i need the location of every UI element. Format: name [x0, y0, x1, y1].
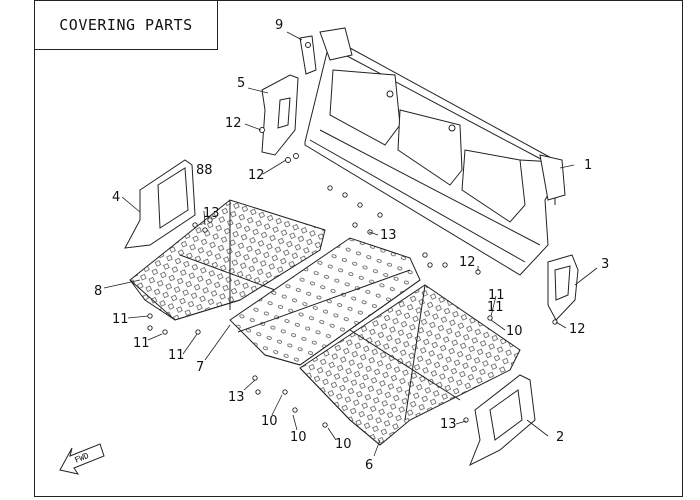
part-1-rear-panel [304, 27, 566, 276]
callout-11-e: 11 [487, 300, 504, 315]
callout-5: 5 [237, 76, 245, 91]
callout-4: 4 [112, 190, 120, 205]
diagram-title: COVERING PARTS [59, 16, 193, 34]
title-box: COVERING PARTS [34, 0, 218, 50]
callout-13-a: 13 [203, 206, 220, 221]
part-5-side-trim [261, 74, 299, 156]
callout-3: 3 [601, 257, 609, 272]
part-4-left-side-panel [124, 159, 196, 249]
callout-6: 6 [365, 458, 373, 473]
callout-13-c: 13 [228, 390, 245, 405]
callout-12-c: 12 [459, 255, 476, 270]
callout-13-d: 13 [440, 417, 457, 432]
callout-2: 2 [556, 430, 564, 445]
callout-11-c: 11 [168, 348, 185, 363]
fastener-set [147, 127, 558, 428]
part-2-right-side-panel [469, 374, 536, 467]
part-3-right-bracket [547, 254, 579, 321]
callout-10-c: 10 [290, 430, 307, 445]
callout-11-a: 11 [112, 312, 129, 327]
callout-13-b: 13 [380, 228, 397, 243]
forward-direction-arrow: FWD [59, 443, 105, 475]
part-8-left-floor-panel [129, 199, 326, 321]
callout-labels: 1 2 3 4 5 6 7 8 88 9 10 10 10 10 11 11 1… [94, 18, 609, 473]
callout-11-b: 11 [133, 336, 150, 351]
callout-10-a: 10 [506, 324, 523, 339]
callout-12-a: 12 [225, 116, 242, 131]
leader-lines [103, 31, 598, 457]
callout-9: 9 [275, 18, 283, 33]
callout-11-d: 11 [488, 288, 505, 303]
callout-88: 88 [196, 163, 213, 178]
callout-7: 7 [196, 360, 204, 375]
callout-12-d: 12 [569, 322, 586, 337]
drawing-frame [34, 0, 683, 497]
part-7-center-floor-panel [229, 237, 421, 366]
callout-10-d: 10 [335, 437, 352, 452]
callout-1: 1 [584, 158, 592, 173]
callout-8: 8 [94, 284, 102, 299]
part-6-right-floor-panel [299, 284, 521, 446]
callout-10-b: 10 [261, 414, 278, 429]
part-9-bracket [299, 35, 317, 75]
callout-12-b: 12 [248, 168, 265, 183]
